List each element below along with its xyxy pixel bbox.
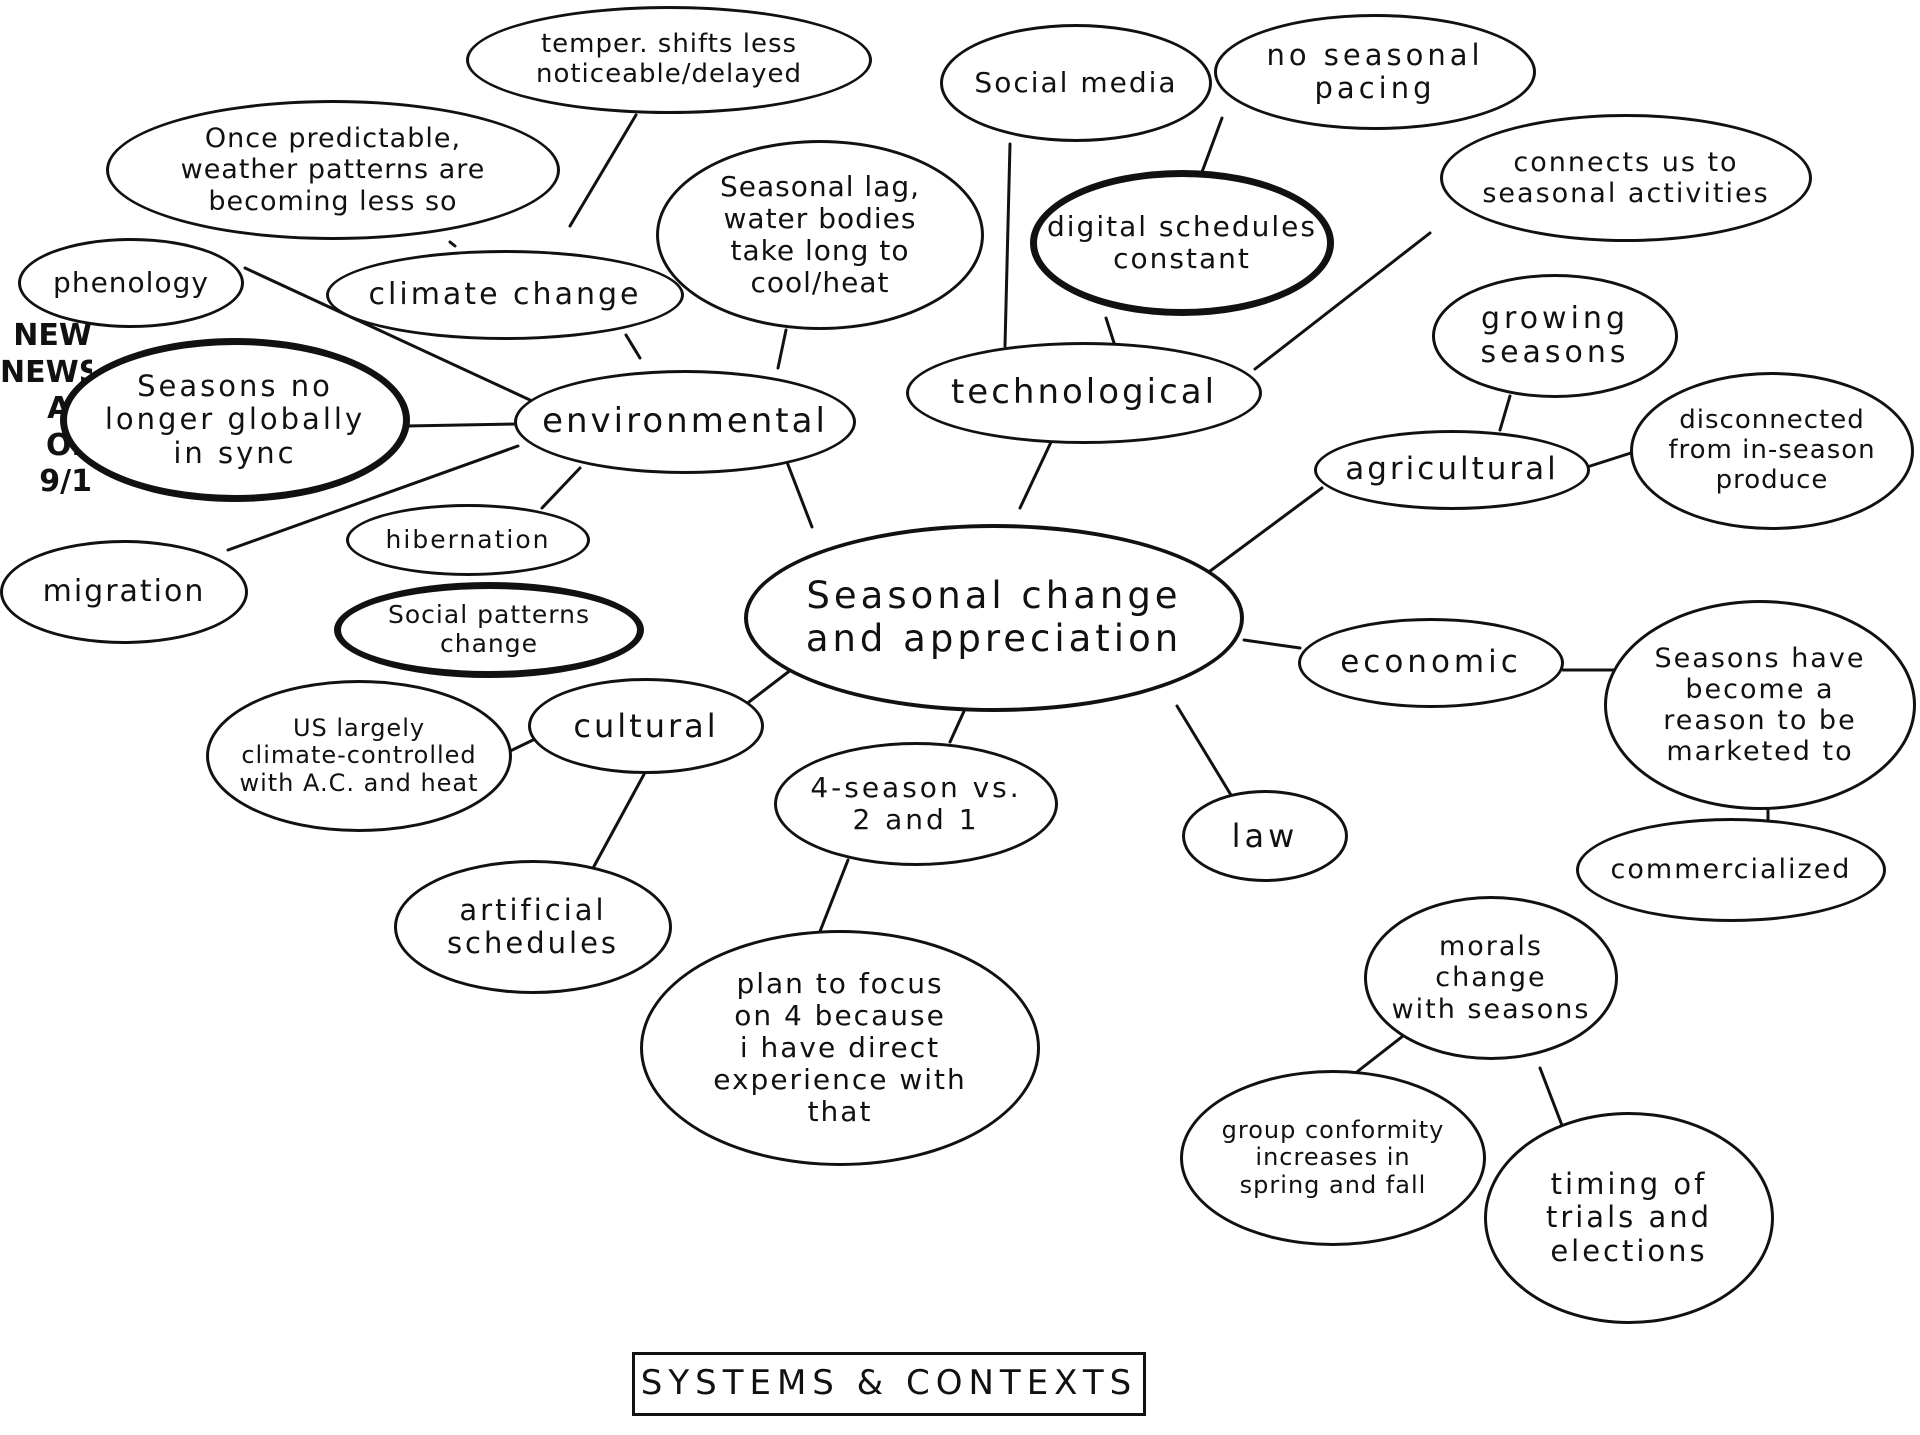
text-social-patterns: Social patterns change (388, 600, 590, 658)
text-social-media: Social media (974, 65, 1178, 99)
text-migration: migration (42, 573, 206, 609)
text-group-conformity: group conformity increases in spring and… (1221, 1115, 1445, 1199)
text-climate-change: climate change (368, 276, 642, 312)
note-disconnected: disconnected from in-season produce (1630, 372, 1914, 530)
title-text: SYSTEMS & CONTEXTS (640, 1363, 1138, 1404)
node-technological: technological (906, 342, 1262, 444)
note-artificial-schedules: artificial schedules (394, 860, 672, 994)
text-timing-trials: timing of trials and elections (1545, 1166, 1713, 1268)
node-law: law (1182, 790, 1348, 882)
text-no-seasonal-pacing: no seasonal pacing (1266, 37, 1484, 105)
note-no-seasonal-pacing: no seasonal pacing (1214, 14, 1536, 130)
note-group-conformity: group conformity increases in spring and… (1180, 1070, 1486, 1246)
label-economic: economic (1340, 644, 1522, 681)
note-seasons-not-sync[interactable]: Seasons no longer globally in sync (60, 338, 410, 502)
note-once-predictable: Once predictable, weather patterns are b… (106, 100, 560, 240)
node-cultural: cultural (528, 678, 764, 774)
text-morals-change: morals change with seasons (1391, 931, 1591, 1025)
center-node: Seasonal change and appreciation (744, 524, 1244, 712)
node-agricultural: agricultural (1314, 430, 1590, 510)
text-seasons-not-sync: Seasons no longer globally in sync (104, 368, 366, 470)
note-timing-trials: timing of trials and elections (1484, 1112, 1774, 1324)
label-cultural: cultural (573, 706, 719, 745)
text-us-climate: US largely climate-controlled with A.C. … (239, 713, 479, 797)
note-four-season: 4-season vs. 2 and 1 (774, 742, 1058, 866)
label-environmental: environmental (542, 401, 828, 442)
note-hibernation: hibernation (346, 504, 590, 576)
note-social-patterns[interactable]: Social patterns change (334, 582, 644, 678)
text-once-predictable: Once predictable, weather patterns are b… (180, 123, 486, 217)
note-migration: migration (0, 540, 248, 644)
text-plan-to-focus: plan to focus on 4 because i have direct… (713, 966, 967, 1129)
note-connects-us: connects us to seasonal activities (1440, 114, 1812, 242)
note-temper-shifts: temper. shifts less noticeable/delayed (466, 6, 872, 114)
side-note: NEW NEWS AS OF 9/1 (0, 318, 92, 500)
text-artificial-schedules: artificial schedules (446, 892, 620, 960)
center-label: Seasonal change and appreciation (805, 574, 1183, 660)
text-digital-schedules: digital schedules constant (1047, 209, 1317, 275)
node-environmental: environmental (514, 370, 856, 474)
note-climate-change: climate change (326, 250, 684, 340)
text-phenology: phenology (53, 265, 209, 299)
note-seasonal-lag: Seasonal lag, water bodies take long to … (656, 140, 984, 330)
text-disconnected: disconnected from in-season produce (1668, 405, 1876, 495)
note-growing-seasons: growing seasons (1432, 274, 1678, 398)
text-commercialized: commercialized (1610, 854, 1852, 886)
note-marketed-to: Seasons have become a reason to be marke… (1604, 600, 1916, 810)
text-marketed-to: Seasons have become a reason to be marke… (1654, 642, 1866, 768)
note-commercialized: commercialized (1576, 818, 1886, 922)
note-morals-change: morals change with seasons (1364, 896, 1618, 1060)
text-seasonal-lag: Seasonal lag, water bodies take long to … (719, 169, 921, 300)
page-title: SYSTEMS & CONTEXTS (632, 1352, 1146, 1416)
note-plan-to-focus: plan to focus on 4 because i have direct… (640, 930, 1040, 1166)
text-four-season: 4-season vs. 2 and 1 (810, 770, 1022, 836)
label-technological: technological (950, 372, 1218, 413)
note-digital-schedules[interactable]: digital schedules constant (1030, 170, 1334, 316)
label-law: law (1231, 816, 1299, 855)
note-phenology: phenology (18, 238, 244, 328)
text-connects-us: connects us to seasonal activities (1482, 146, 1770, 209)
text-temper-shifts: temper. shifts less noticeable/delayed (535, 29, 803, 89)
note-social-media: Social media (940, 24, 1212, 142)
label-agricultural: agricultural (1345, 451, 1559, 488)
text-hibernation: hibernation (385, 524, 551, 554)
node-economic: economic (1298, 618, 1564, 708)
text-growing-seasons: growing seasons (1480, 300, 1630, 370)
note-us-climate: US largely climate-controlled with A.C. … (206, 680, 512, 832)
